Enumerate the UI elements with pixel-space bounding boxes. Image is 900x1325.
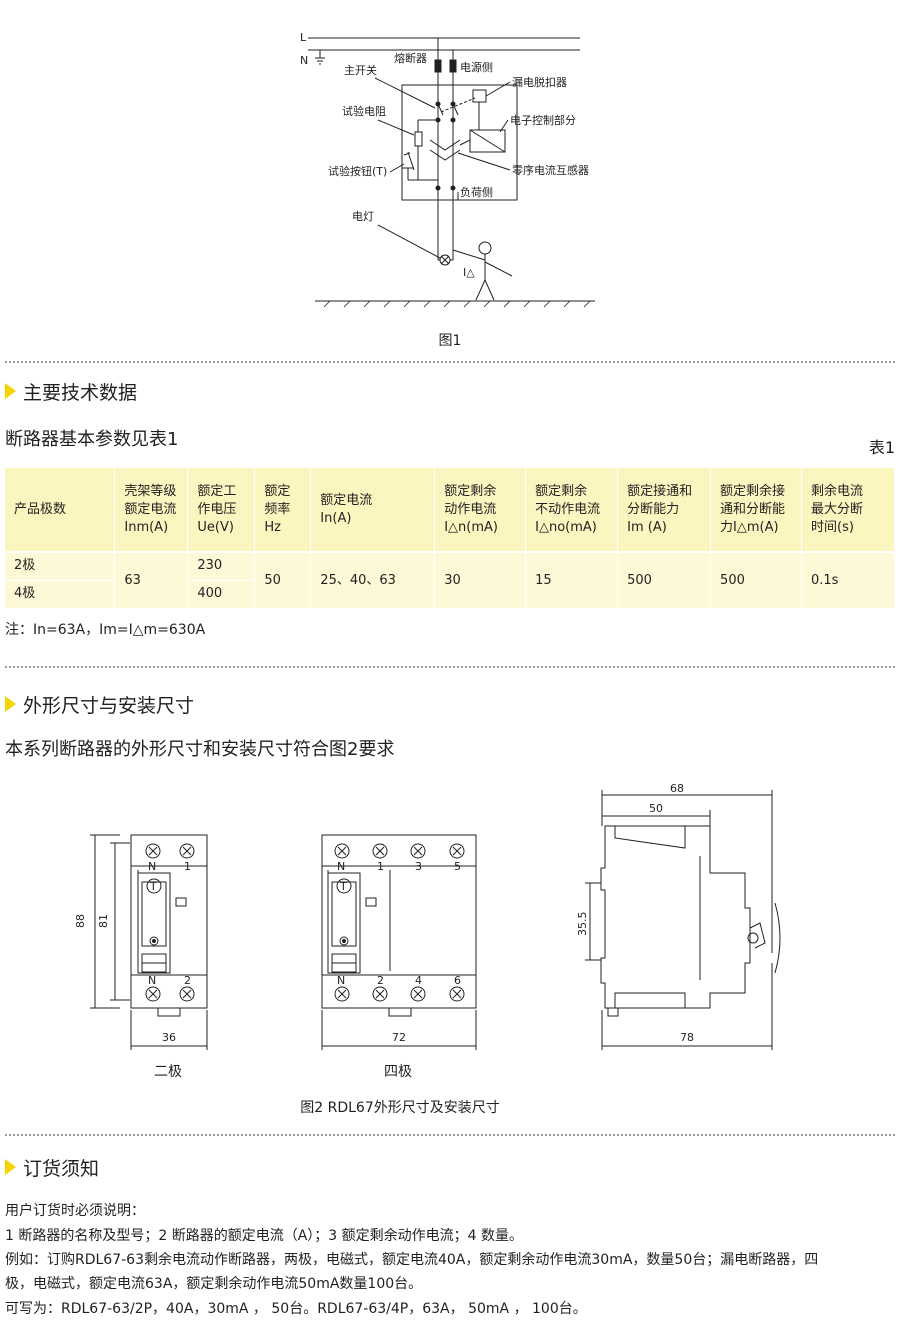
table-row: 2极 63 230 50 25、40、63 30 15 500 500 0.1s [5, 551, 895, 608]
label-test-resistor: 试验电阻 [342, 104, 386, 118]
label-current-symbol: I△ [463, 266, 475, 279]
label-fuse: 熔断器 [394, 51, 427, 65]
terminal-label: 2 [377, 974, 384, 987]
order-line: 用户订货时必须说明： [5, 1203, 145, 1219]
four-pole-front-view: T N 1 3 5 N 2 4 6 [321, 834, 477, 1080]
order-line: 极，电磁式，额定电流63A，额定剩余动作电流50mA数量100台。 [5, 1276, 423, 1292]
dimension-drawing: 88 81 T N 1 N [60, 778, 800, 1088]
cell-voltage: 230 [187, 551, 256, 580]
dim-78: 78 [680, 1031, 694, 1044]
divider [5, 361, 895, 363]
section-technical-data: 主要技术数据 [5, 379, 138, 404]
label-main-switch: 主开关 [344, 63, 377, 77]
table-label: 表1 [868, 438, 895, 457]
label-zero-sequence-ct: 零序电流互感器 [512, 163, 589, 177]
label-test-button: 试验按钮(T) [328, 164, 387, 178]
triangle-bullet-icon [5, 696, 16, 712]
side-view: 68 50 35.5 78 [576, 782, 781, 1050]
two-pole-front-view: 88 81 T N 1 N [74, 834, 208, 1080]
terminal-label: 1 [184, 860, 191, 873]
intro-table-reference: 断路器基本参数见表1 [5, 429, 179, 450]
cell-voltage: 400 [187, 579, 256, 608]
label-source-side: 电源侧 [460, 60, 493, 74]
header-poles: 产品极数 [5, 468, 116, 552]
terminal-label: N [337, 974, 345, 987]
test-button-t: T [149, 880, 157, 893]
terminal-label: 1 [377, 860, 384, 873]
dim-50: 50 [649, 802, 663, 815]
figure-2-caption: 图2 RDL67外形尺寸及安装尺寸 [300, 1100, 500, 1116]
label-lamp: 电灯 [352, 210, 374, 223]
cell-residual-operating: 30 [434, 551, 527, 608]
four-pole-label: 四极 [384, 1064, 412, 1080]
terminal-label: 6 [454, 974, 461, 987]
order-line: 1 断路器的名称及型号；2 断路器的额定电流（A）；3 额定剩余动作电流；4 数… [5, 1228, 524, 1244]
cell-poles: 2极 [5, 551, 116, 580]
section-dimensions: 外形尺寸与安装尺寸 [5, 692, 195, 717]
terminal-label: N [148, 860, 156, 873]
wiring-diagram: L N 熔断器 电源侧 主开关 漏电脱扣器 电子控制部 [290, 20, 610, 310]
table-row: 4极 400 [5, 579, 895, 608]
label-line-n: N [300, 54, 308, 67]
cell-max-break-time: 0.1s [801, 551, 895, 608]
divider [5, 666, 895, 668]
header-residual-making-breaking: 额定剩余接通和分断能力I△m(A) [710, 468, 802, 552]
terminal-label: 5 [454, 860, 461, 873]
two-pole-label: 二极 [154, 1064, 182, 1080]
cell-frame-current: 63 [114, 551, 189, 608]
cell-frequency: 50 [254, 551, 312, 608]
label-leakage-release: 漏电脱扣器 [512, 75, 567, 89]
cell-residual-non-operating: 15 [525, 551, 619, 608]
intro-dimensions: 本系列断路器的外形尺寸和安装尺寸符合图2要求 [5, 739, 395, 760]
order-line: 可写为：RDL67-63/2P，40A，30mA ， 50台。RDL67-63/… [5, 1301, 587, 1317]
section-title: 外形尺寸与安装尺寸 [23, 694, 195, 717]
section-title: 主要技术数据 [23, 381, 138, 404]
dim-36: 36 [162, 1031, 176, 1044]
section-ordering: 订货须知 [5, 1155, 100, 1180]
cell-residual-making-breaking: 500 [710, 551, 802, 608]
figure-1-caption: 图1 [438, 333, 462, 349]
cell-making-breaking: 500 [617, 551, 712, 608]
dim-81: 81 [97, 914, 110, 928]
label-electronic-control: 电子控制部分 [510, 113, 576, 127]
terminal-label: N [148, 974, 156, 987]
test-button-t: T [339, 880, 347, 893]
terminal-label: 2 [184, 974, 191, 987]
label-line-l: L [300, 31, 307, 44]
header-max-break-time: 剩余电流最大分断时间(s) [801, 468, 895, 552]
triangle-bullet-icon [5, 383, 16, 399]
order-line: 例如：订购RDL67-63剩余电流动作断路器，两极，电磁式，额定电流40A，额定… [5, 1252, 819, 1268]
label-load-side: 负荷侧 [460, 185, 493, 199]
terminal-label: N [337, 860, 345, 873]
divider [5, 1134, 895, 1136]
dim-72: 72 [392, 1031, 406, 1044]
terminal-label: 4 [415, 974, 422, 987]
table-note: 注：In=63A，Im=I△m=630A [5, 622, 206, 638]
terminal-label: 3 [415, 860, 422, 873]
section-title: 订货须知 [23, 1157, 100, 1180]
dim-68: 68 [670, 782, 684, 795]
cell-rated-current: 25、40、63 [310, 551, 436, 608]
dim-35-5: 35.5 [576, 912, 589, 937]
triangle-bullet-icon [5, 1159, 16, 1175]
dim-88: 88 [74, 914, 87, 928]
cell-poles: 4极 [5, 579, 116, 608]
